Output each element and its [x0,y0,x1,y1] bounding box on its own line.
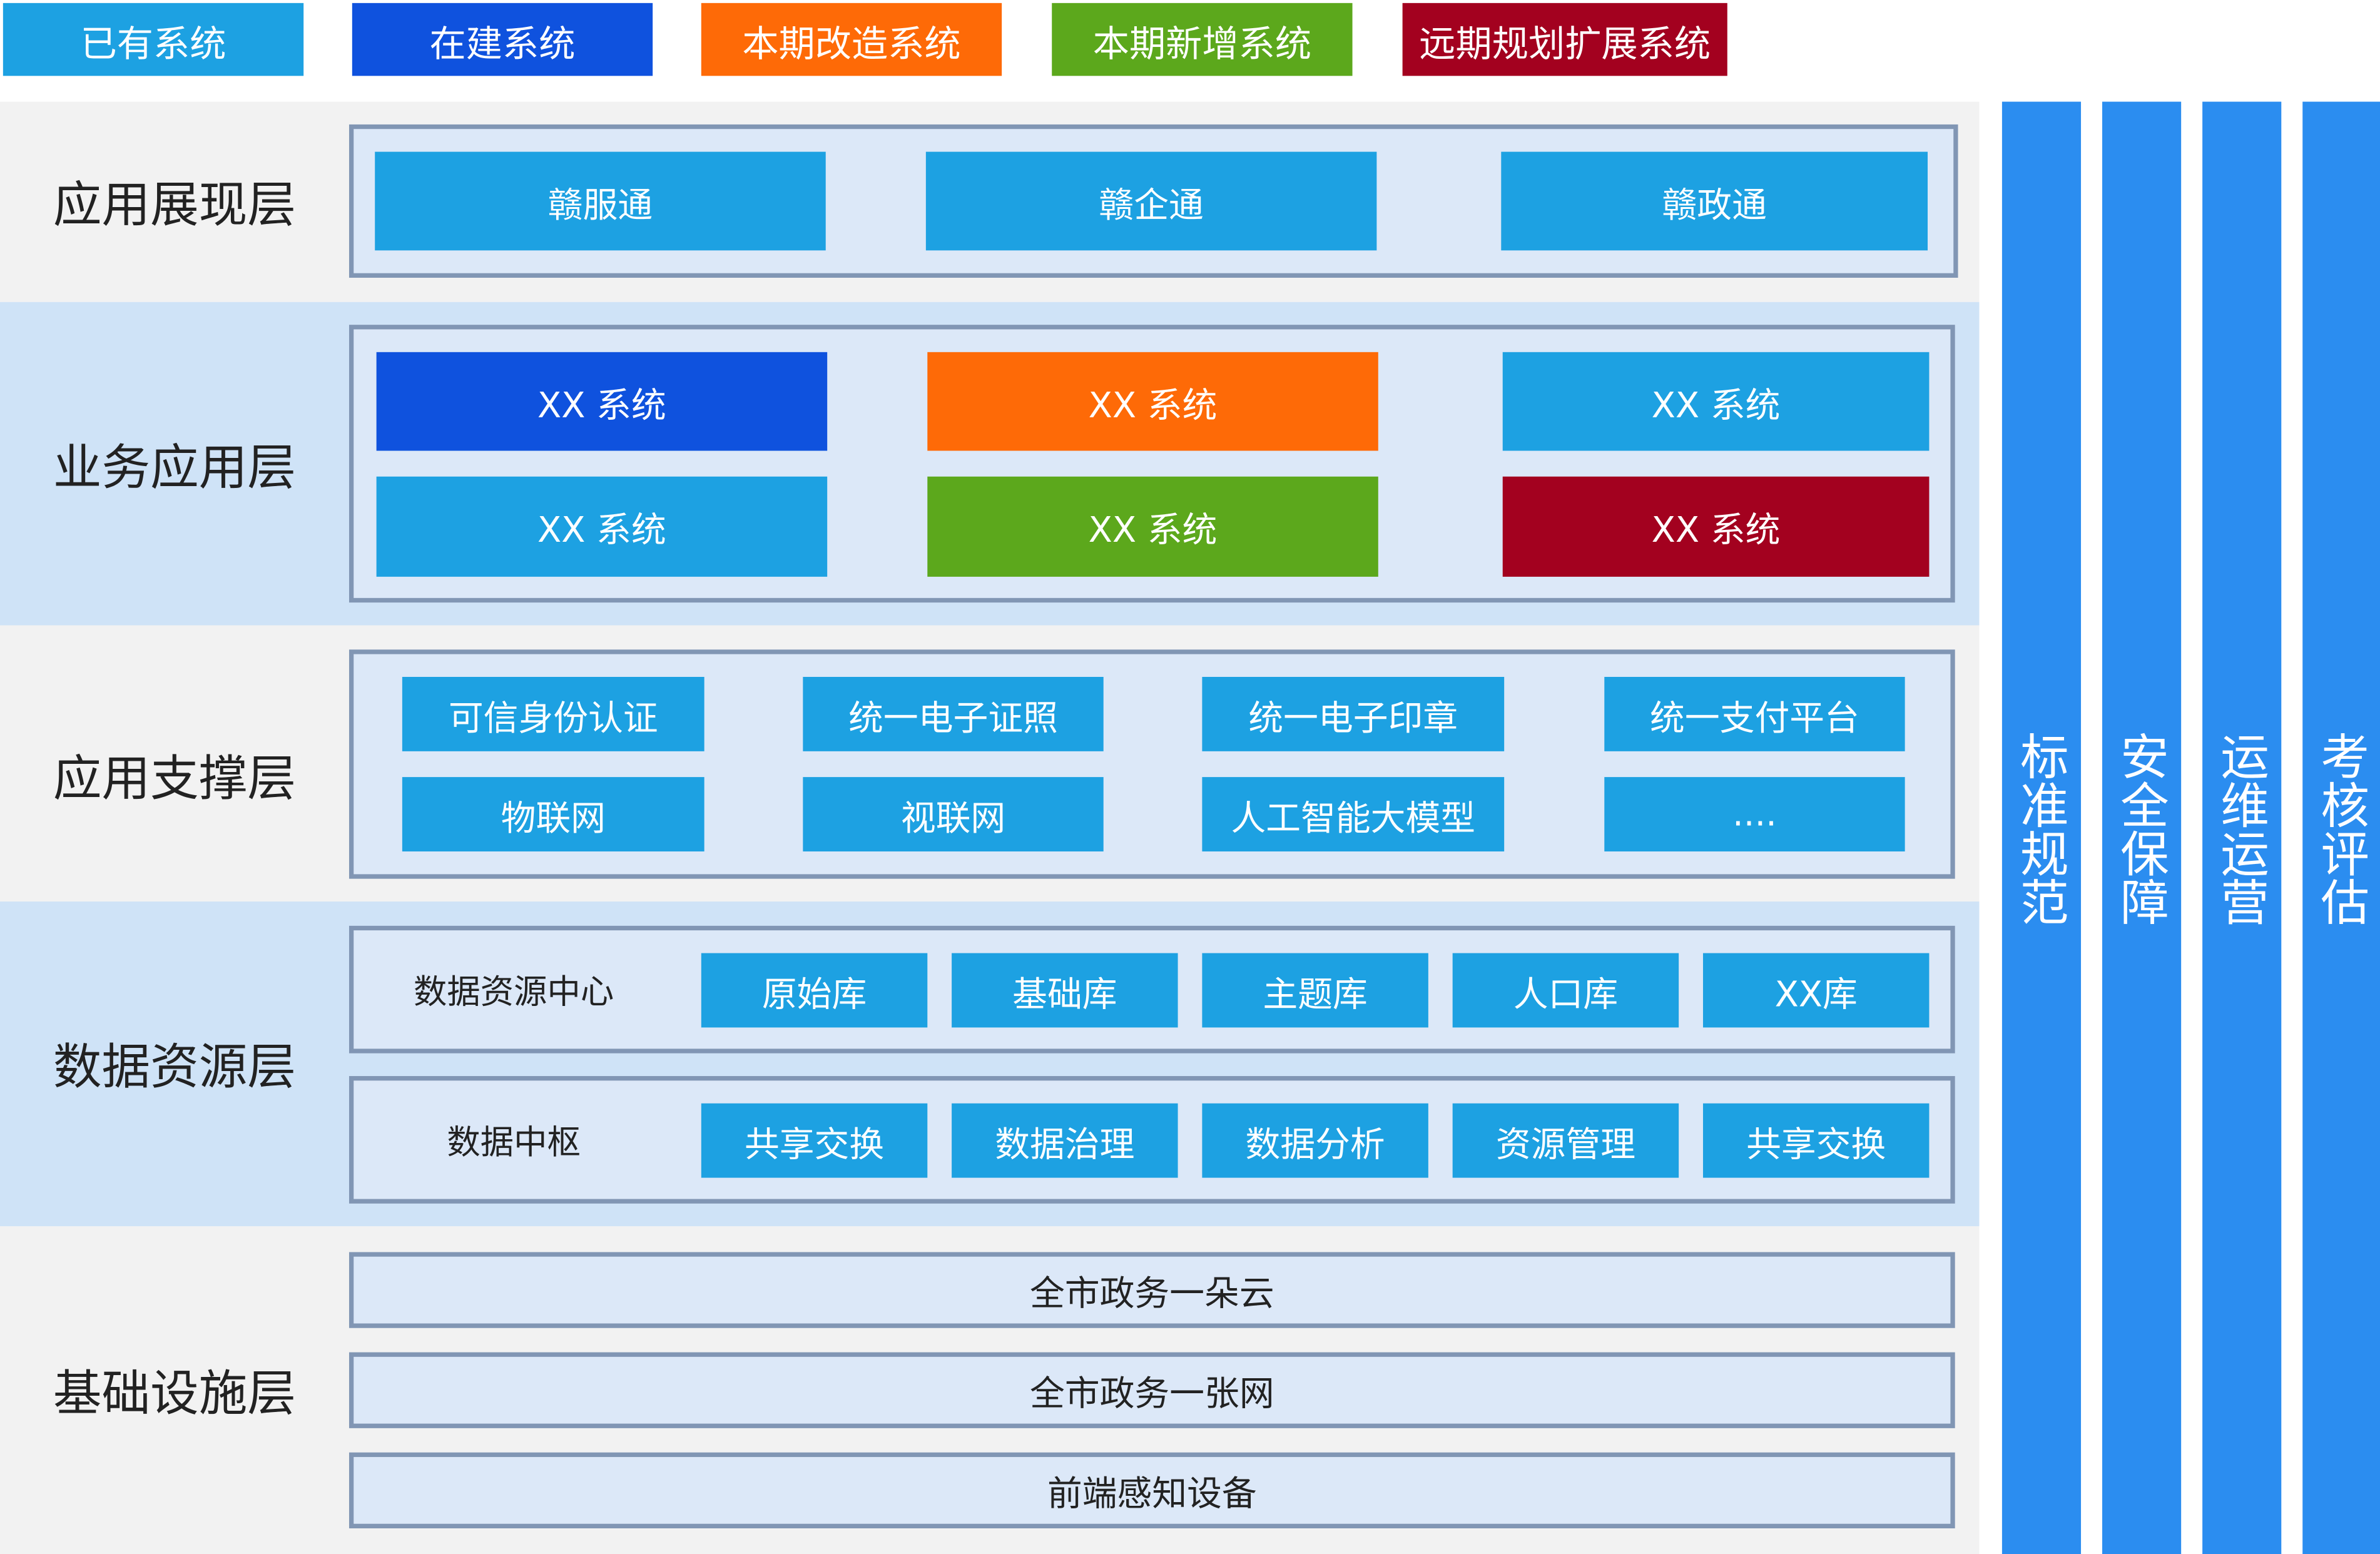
legend-under-construction-system: 在建系统 [352,3,653,76]
hub-data-governance: 数据治理 [952,1103,1178,1178]
legend-new-system: 本期新增系统 [1052,3,1353,76]
support-e-seal: 统一电子印章 [1202,676,1505,751]
support-payment-platform: 统一支付平台 [1604,676,1905,751]
business-system-new: XX 系统 [927,476,1378,577]
app-ganfutong: 赣服通 [375,151,826,251]
business-system-under-construction: XX 系统 [376,352,828,451]
legend-renovation-system: 本期改造系统 [701,3,1002,76]
pillar-operations-label: 运维运营 [2213,731,2271,925]
pillar-security-label: 安全保障 [2112,731,2171,925]
support-ai-large-model: 人工智能大模型 [1202,777,1505,851]
support-video-network: 视联网 [803,777,1104,851]
db-population: 人口库 [1452,953,1679,1028]
support-layer-label: 应用支撑层 [53,749,297,808]
app-ganzhengtong: 赣政通 [1501,151,1928,251]
legend-future-expansion-system: 远期规划扩展系统 [1402,3,1727,76]
business-system-future: XX 系统 [1502,476,1930,577]
db-raw: 原始库 [701,953,928,1028]
infra-layer-label: 基础设施层 [53,1364,297,1423]
infra-sensing-devices: 前端感知设备 [348,1452,1955,1528]
data-layer-label: 数据资源层 [53,1038,297,1096]
presentation-layer-label: 应用展现层 [53,176,297,234]
pillar-standards-label: 标准规范 [2012,731,2071,925]
business-system-existing-1: XX 系统 [1502,352,1930,451]
business-system-existing-2: XX 系统 [376,476,828,577]
support-e-license: 统一电子证照 [803,676,1104,751]
hub-shared-exchange-1: 共享交换 [701,1103,928,1178]
data-resource-center-label: 数据资源中心 [414,974,614,1013]
pillar-security: 安全保障 [2102,101,2182,1554]
db-xx: XX库 [1702,953,1930,1028]
infra-cloud: 全市政务一朵云 [348,1252,1955,1328]
pillar-assessment-label: 考核评估 [2313,731,2371,925]
pillar-operations: 运维运营 [2202,101,2282,1554]
hub-resource-management: 资源管理 [1452,1103,1679,1178]
app-ganqitong: 赣企通 [925,151,1377,251]
db-theme: 主题库 [1202,953,1428,1028]
support-trusted-identity: 可信身份认证 [402,676,704,751]
data-hub-label: 数据中枢 [447,1124,581,1163]
support-iot: 物联网 [402,777,704,851]
infra-network: 全市政务一张网 [348,1352,1955,1428]
legend-existing-system: 已有系统 [3,3,304,76]
pillar-standards: 标准规范 [2001,101,2082,1554]
business-layer-label: 业务应用层 [53,437,297,496]
hub-shared-exchange-2: 共享交换 [1702,1103,1930,1178]
hub-data-analysis: 数据分析 [1202,1103,1428,1178]
business-system-renovation: XX 系统 [927,352,1378,451]
pillar-assessment: 考核评估 [2302,101,2380,1554]
db-base: 基础库 [952,953,1178,1028]
support-more: .... [1604,777,1905,851]
